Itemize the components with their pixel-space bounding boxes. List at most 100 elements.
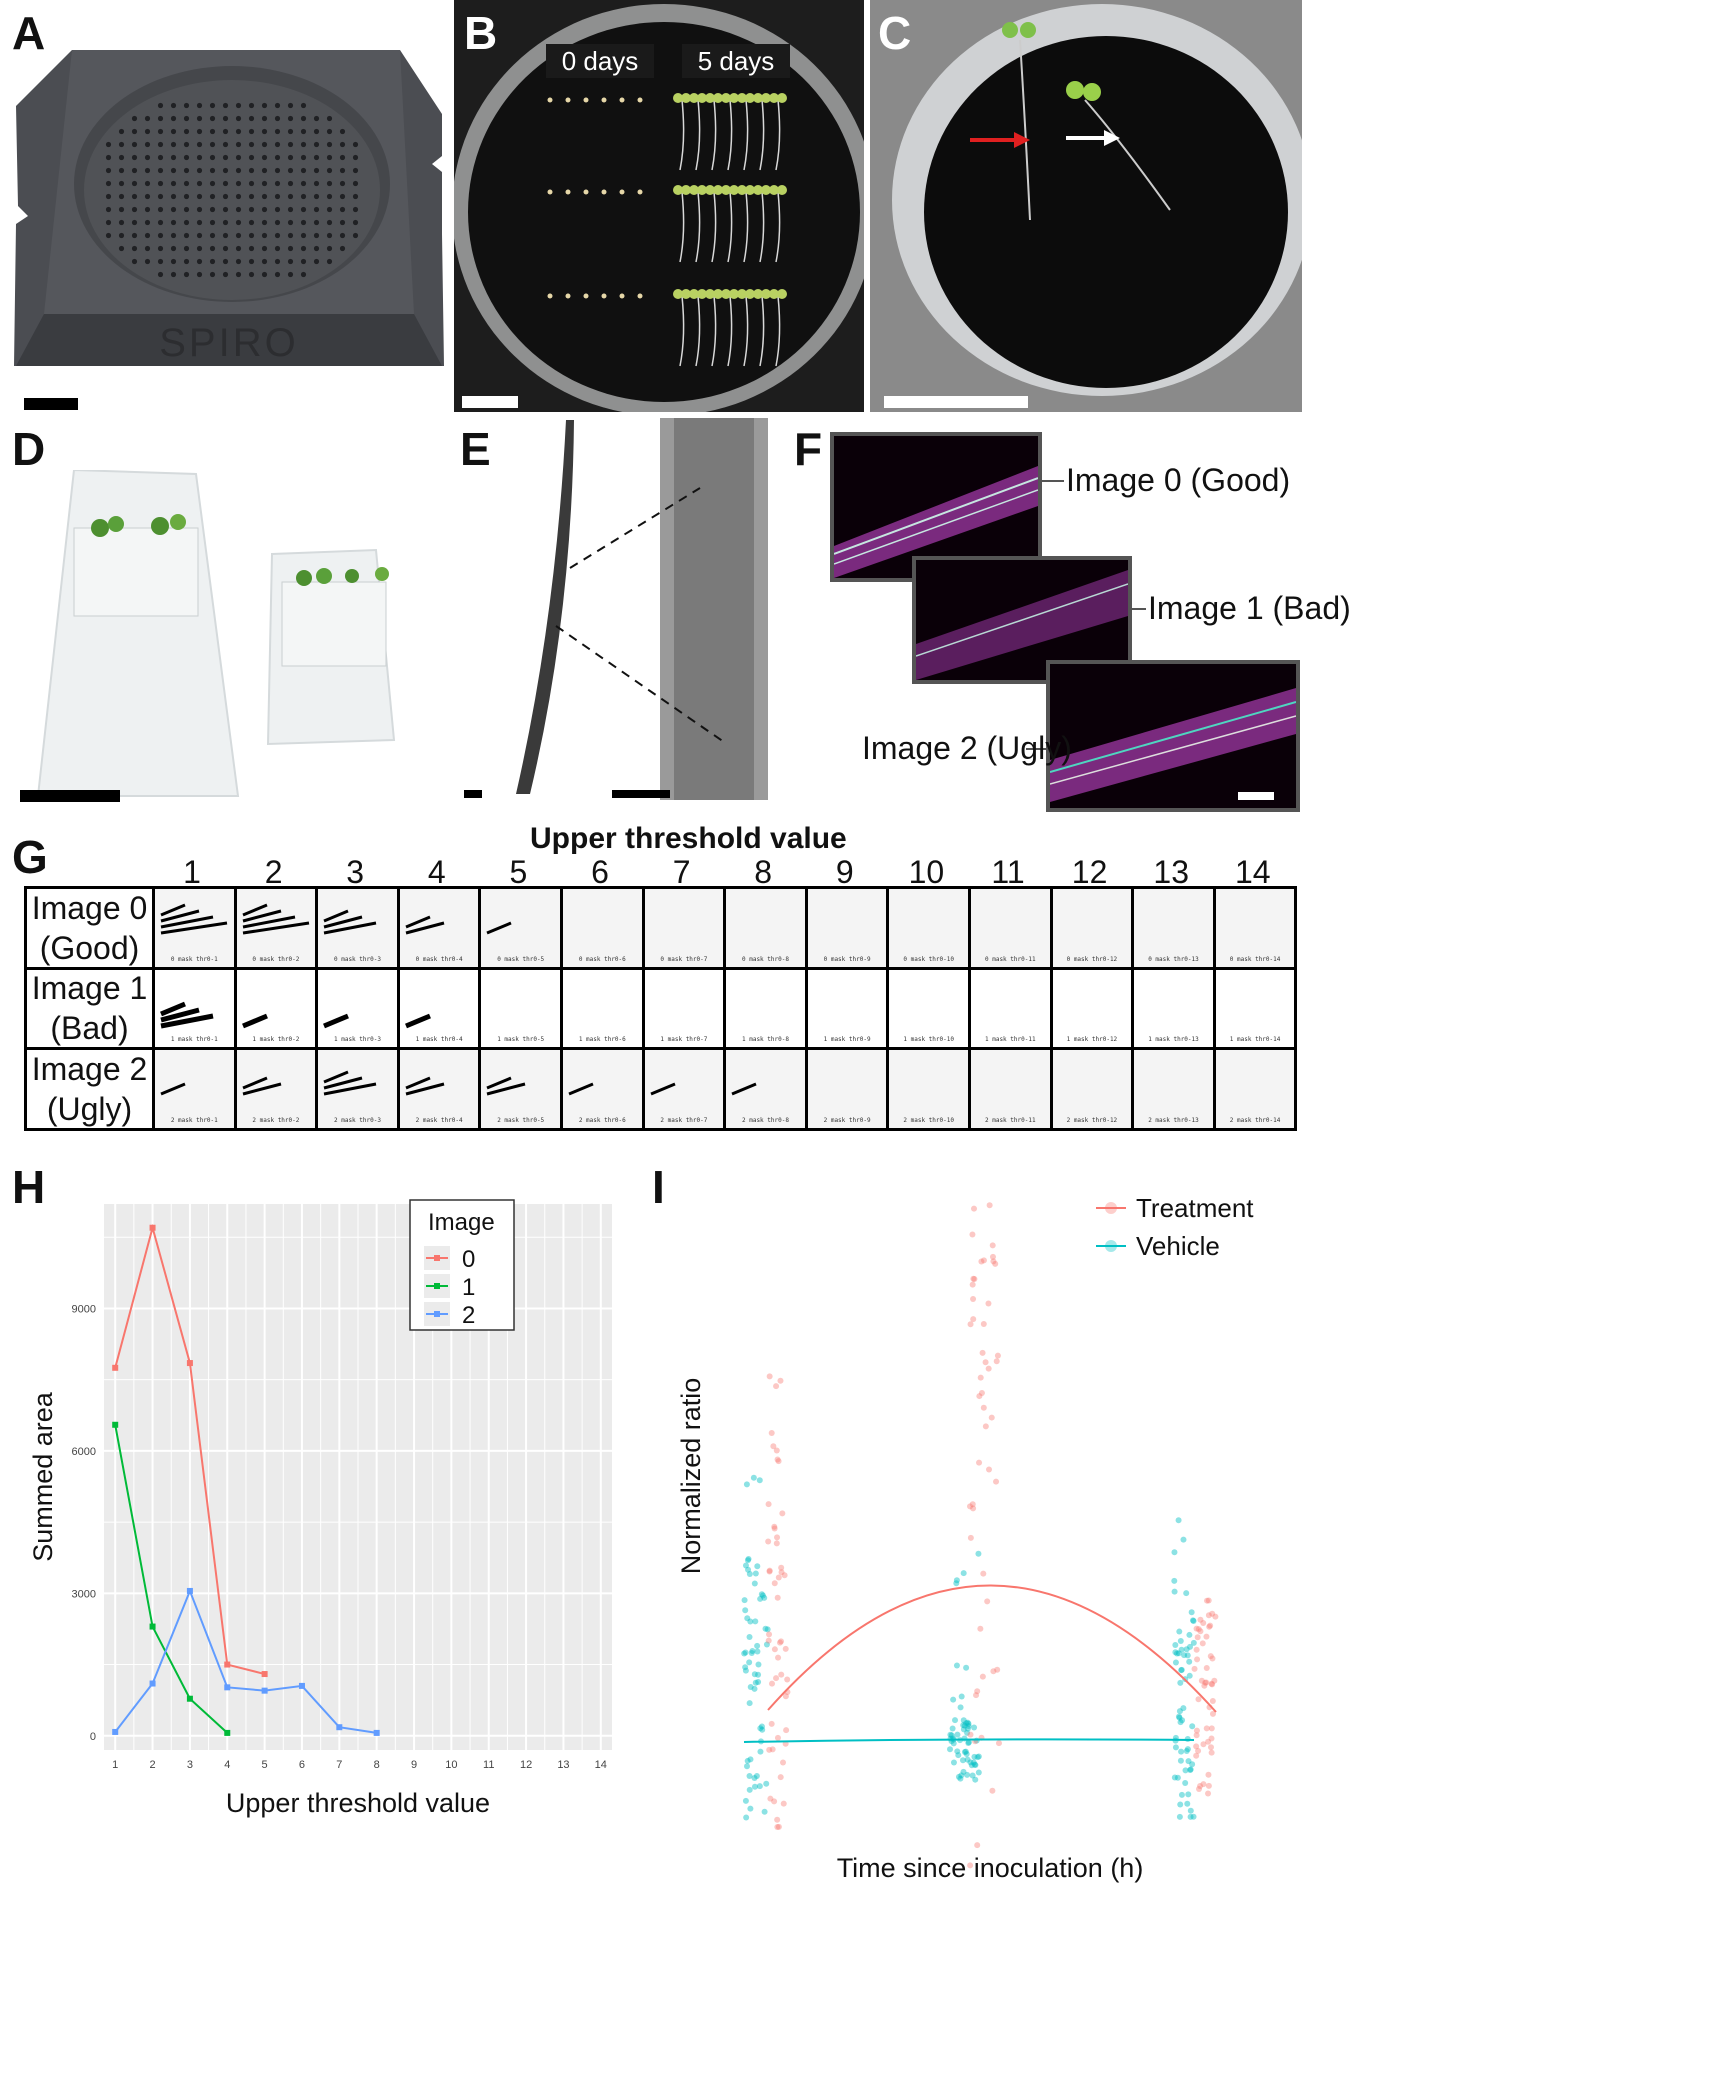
grid-column-header: 8	[754, 854, 773, 890]
treatment-point	[773, 1383, 780, 1390]
treatment-point	[769, 1746, 776, 1753]
label-0-days: 0 days	[546, 44, 654, 78]
treatment-point	[984, 1598, 991, 1605]
vehicle-point	[1175, 1713, 1182, 1720]
mask-filename: 0 mask thr0-4	[415, 955, 463, 963]
treatment-point	[1193, 1743, 1200, 1750]
mask-filename: 0 mask thr0-2	[252, 955, 300, 963]
vehicle-point	[968, 1762, 975, 1769]
treatment-point	[766, 1567, 773, 1574]
treatment-point	[768, 1720, 775, 1727]
vehicle-point	[1181, 1652, 1188, 1659]
panel-label-h: H	[12, 1161, 46, 1213]
mask-filename: 1 mask thr0-14	[1229, 1036, 1281, 1043]
mask-filename: 1 mask thr0-13	[1148, 1036, 1199, 1043]
x-tick-label: 14	[595, 1759, 607, 1771]
vehicle-point	[1177, 1801, 1184, 1808]
treatment-point	[1203, 1725, 1210, 1732]
treatment-point	[780, 1800, 787, 1807]
threshold-mask-cell: 1 mask thr0-9	[804, 966, 890, 1050]
label-image-2: Image 2 (Ugly)	[862, 730, 1072, 766]
vehicle-point	[971, 1753, 978, 1760]
treatment-point	[780, 1759, 787, 1766]
vehicle-point	[746, 1570, 753, 1577]
x-tick-label: 2	[149, 1759, 155, 1771]
vehicle-point	[1180, 1536, 1187, 1543]
leader-line-0	[1042, 480, 1064, 482]
treatment-point	[979, 1673, 986, 1680]
treatment-point	[1195, 1747, 1202, 1754]
x-tick-label: 13	[557, 1759, 569, 1771]
mask-filename: 1 mask thr0-10	[903, 1036, 954, 1043]
vehicle-point	[975, 1550, 982, 1557]
mask-filename: 1 mask thr0-3	[334, 1036, 381, 1043]
vehicle-point	[972, 1776, 979, 1783]
treatment-point	[778, 1564, 785, 1571]
treatment-point	[775, 1823, 782, 1830]
treatment-fit-curve	[767, 1584, 1217, 1713]
vehicle-point	[1176, 1708, 1183, 1715]
vehicle-point	[756, 1477, 763, 1484]
vehicle-point	[955, 1773, 962, 1780]
vehicle-point	[950, 1759, 957, 1766]
vehicle-point	[965, 1739, 972, 1746]
series-2-line	[114, 1588, 377, 1734]
vehicle-point	[953, 1580, 960, 1587]
row-header-line1: Image 2	[31, 1050, 148, 1087]
vehicle-point	[1185, 1791, 1192, 1798]
mask-filename: 1 mask thr0-9	[823, 1036, 871, 1043]
vehicle-point	[745, 1566, 752, 1573]
vehicle-point	[747, 1683, 754, 1690]
vehicle-point	[763, 1780, 770, 1787]
vehicle-point	[1190, 1618, 1197, 1625]
treatment-point	[1205, 1597, 1212, 1604]
treatment-point	[784, 1676, 791, 1683]
series-2-point	[224, 1684, 231, 1691]
series-1-point	[224, 1729, 231, 1736]
vehicle-point	[761, 1594, 768, 1601]
vehicle-point	[746, 1659, 753, 1666]
treatment-point	[766, 1746, 773, 1753]
threshold-mask-cell: 2 mask thr0-8	[723, 1047, 808, 1131]
treatment-point	[1207, 1622, 1214, 1629]
mask-filename: 1 mask thr0-2	[252, 1036, 300, 1043]
treatment-point	[1208, 1725, 1215, 1732]
treatment-point	[1205, 1771, 1212, 1778]
vehicle-point	[952, 1717, 959, 1724]
threshold-mask-cell: 1 mask thr0-5	[478, 966, 563, 1050]
treatment-point	[970, 1505, 977, 1512]
vehicle-point	[970, 1759, 977, 1766]
threshold-mask-cell: 2 mask thr0-7	[641, 1047, 727, 1131]
vehicle-point	[1176, 1628, 1183, 1635]
legend-key-point	[1105, 1202, 1117, 1214]
treatment-point	[994, 1666, 1001, 1673]
mask-filename: 0 mask thr0-10	[903, 955, 954, 963]
y-tick-label: 6000	[72, 1446, 96, 1458]
vehicle-point	[741, 1650, 748, 1657]
threshold-mask-cell: 1 mask thr0-12	[1049, 966, 1135, 1050]
confocal-image-2	[1046, 660, 1300, 812]
grid-row-header: Image 0(Good)	[24, 886, 155, 970]
treatment-point	[995, 1740, 1002, 1747]
threshold-mask-cell: 0 mask thr0-1	[152, 886, 237, 970]
treatment-point	[1209, 1710, 1216, 1717]
treatment-point	[771, 1798, 778, 1805]
treatment-point	[771, 1646, 778, 1653]
y-tick-label: 0	[90, 1731, 96, 1743]
treatment-point	[973, 1692, 980, 1699]
vehicle-point	[955, 1752, 962, 1759]
treatment-point	[1199, 1640, 1206, 1647]
grid-column-header: 11	[991, 854, 1025, 890]
treatment-point	[1205, 1782, 1212, 1789]
threshold-mask-cell: 1 mask thr0-3	[315, 966, 400, 1050]
vehicle-point	[757, 1595, 764, 1602]
treatment-point	[778, 1638, 785, 1645]
threshold-mask-cell: 2 mask thr0-3	[315, 1047, 400, 1131]
treatment-point	[1195, 1696, 1202, 1703]
treatment-point	[978, 1258, 985, 1265]
treatment-point	[1205, 1738, 1212, 1745]
threshold-mask-cell: 2 mask thr0-1	[152, 1047, 237, 1131]
vehicle-point	[1177, 1679, 1184, 1686]
treatment-point	[980, 1404, 987, 1411]
treatment-point	[990, 1258, 997, 1265]
